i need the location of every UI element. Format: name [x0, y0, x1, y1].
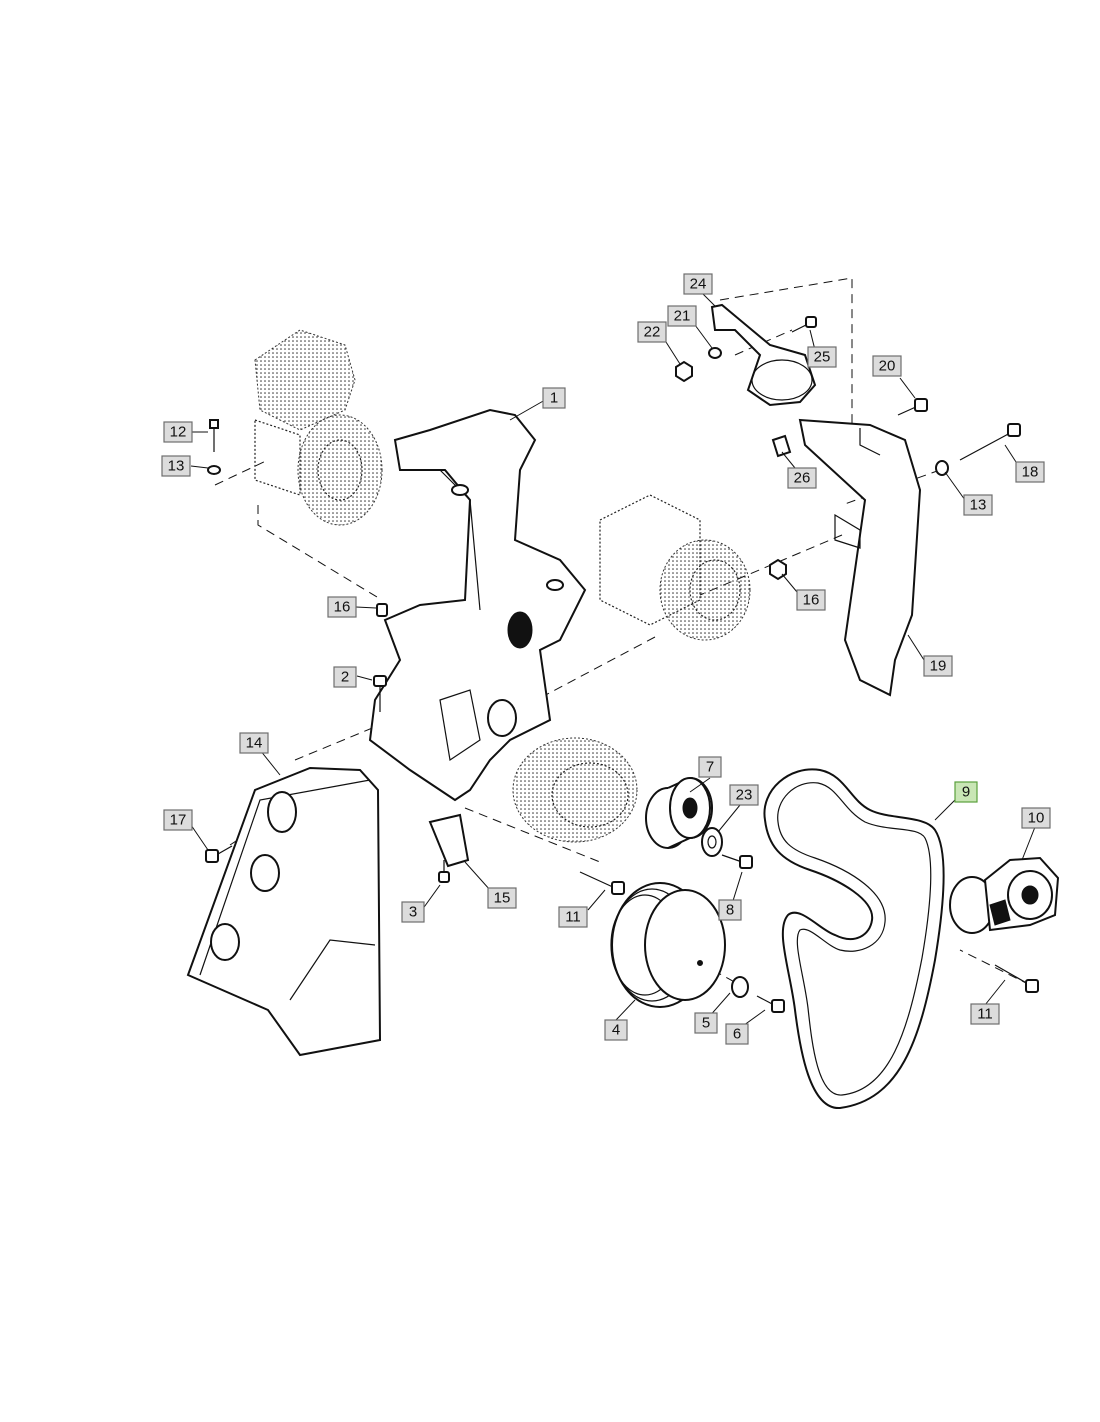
svg-text:14: 14 — [246, 735, 263, 752]
bolt-icon[interactable] — [209, 419, 219, 452]
svg-text:13: 13 — [168, 458, 185, 475]
bolt-icon[interactable] — [438, 860, 450, 883]
callout-5[interactable]: 5 — [694, 1012, 718, 1034]
shield-icon[interactable] — [186, 766, 382, 1057]
svg-text:16: 16 — [334, 599, 351, 616]
fasteners — [205, 316, 1039, 1013]
plate[interactable] — [428, 813, 470, 868]
bolt-icon[interactable] — [756, 995, 785, 1013]
callout-1[interactable]: 1 — [542, 387, 566, 409]
pulley-icon[interactable] — [610, 882, 726, 1008]
bolt-icon[interactable] — [205, 845, 233, 863]
tensioner-icon[interactable] — [949, 856, 1060, 934]
bolt-icon[interactable] — [721, 854, 753, 869]
svg-text:21: 21 — [674, 308, 691, 325]
ac-compressor-ghost — [599, 494, 751, 641]
svg-text:20: 20 — [879, 358, 896, 375]
callout-13-right[interactable]: 13 — [963, 494, 993, 516]
callout-21[interactable]: 21 — [667, 305, 697, 327]
svg-text:24: 24 — [690, 276, 707, 293]
callout-7[interactable]: 7 — [698, 756, 722, 778]
clip[interactable] — [771, 434, 792, 458]
washer-icon[interactable] — [701, 827, 723, 857]
svg-text:3: 3 — [409, 904, 417, 921]
svg-text:1: 1 — [550, 390, 558, 407]
bolt-icon[interactable] — [373, 675, 387, 712]
svg-text:2: 2 — [341, 669, 349, 686]
bolt-icon[interactable] — [994, 964, 1039, 993]
svg-text:11: 11 — [565, 909, 581, 926]
callout-25[interactable]: 25 — [807, 346, 837, 368]
washer-icon[interactable] — [708, 347, 722, 359]
callout-2[interactable]: 2 — [333, 666, 357, 688]
svg-text:9: 9 — [962, 784, 970, 801]
callout-13-left[interactable]: 13 — [161, 455, 191, 477]
callout-11-left[interactable]: 11 — [558, 906, 588, 928]
callouts: 1 2 3 4 5 6 7 8 9 10 11 11 12 13 13 14 1… — [161, 273, 1051, 1045]
callout-19[interactable]: 19 — [923, 655, 953, 677]
svg-text:5: 5 — [702, 1015, 710, 1032]
callout-8[interactable]: 8 — [718, 899, 742, 921]
callout-16-left[interactable]: 16 — [327, 596, 357, 618]
callout-15[interactable]: 15 — [487, 887, 517, 909]
svg-text:12: 12 — [170, 424, 187, 441]
svg-text:19: 19 — [930, 658, 947, 675]
svg-text:4: 4 — [612, 1022, 620, 1039]
svg-text:23: 23 — [736, 787, 753, 804]
callout-24[interactable]: 24 — [683, 273, 713, 295]
idler-pulley[interactable] — [645, 776, 713, 849]
bolt-icon[interactable] — [791, 316, 817, 333]
callout-22[interactable]: 22 — [637, 321, 667, 343]
nut-icon[interactable] — [376, 603, 388, 617]
callout-9[interactable]: 9 — [954, 781, 978, 803]
callout-23[interactable]: 23 — [729, 784, 759, 806]
svg-text:18: 18 — [1022, 464, 1039, 481]
callout-3[interactable]: 3 — [401, 901, 425, 923]
callout-16-right[interactable]: 16 — [796, 589, 826, 611]
callout-20[interactable]: 20 — [872, 355, 902, 377]
alternator-ghost — [512, 737, 638, 843]
svg-text:11: 11 — [977, 1006, 993, 1023]
svg-text:25: 25 — [814, 349, 831, 366]
callout-12[interactable]: 12 — [163, 421, 193, 443]
bolt-icon[interactable] — [579, 871, 625, 895]
svg-text:22: 22 — [644, 324, 661, 341]
callout-14[interactable]: 14 — [239, 732, 269, 754]
svg-text:7: 7 — [706, 759, 714, 776]
svg-text:6: 6 — [733, 1026, 741, 1043]
callout-4[interactable]: 4 — [604, 1019, 628, 1041]
svg-text:17: 17 — [170, 812, 187, 829]
callout-26[interactable]: 26 — [787, 467, 817, 489]
callout-17[interactable]: 17 — [163, 809, 193, 831]
mounting-bracket-icon[interactable] — [368, 408, 587, 802]
bolt-icon[interactable] — [897, 398, 928, 416]
svg-text:16: 16 — [803, 592, 820, 609]
bolt-icon[interactable] — [959, 423, 1021, 461]
washer-icon[interactable] — [731, 976, 749, 998]
air-compressor-ghost — [254, 329, 383, 526]
v-belt-icon[interactable] — [763, 768, 945, 1110]
clamp-bracket[interactable] — [710, 303, 817, 407]
svg-text:13: 13 — [970, 497, 987, 514]
svg-text:8: 8 — [726, 902, 734, 919]
side-shield[interactable] — [798, 418, 922, 697]
callout-6[interactable]: 6 — [725, 1023, 749, 1045]
callout-18[interactable]: 18 — [1015, 461, 1045, 483]
svg-text:26: 26 — [794, 470, 811, 487]
svg-text:15: 15 — [494, 890, 511, 907]
svg-text:10: 10 — [1028, 810, 1045, 827]
callout-10[interactable]: 10 — [1021, 807, 1051, 829]
washer-icon[interactable] — [935, 460, 949, 476]
callout-11-right[interactable]: 11 — [970, 1003, 1000, 1025]
washer-icon[interactable] — [207, 465, 221, 475]
nut-icon[interactable] — [675, 360, 693, 383]
